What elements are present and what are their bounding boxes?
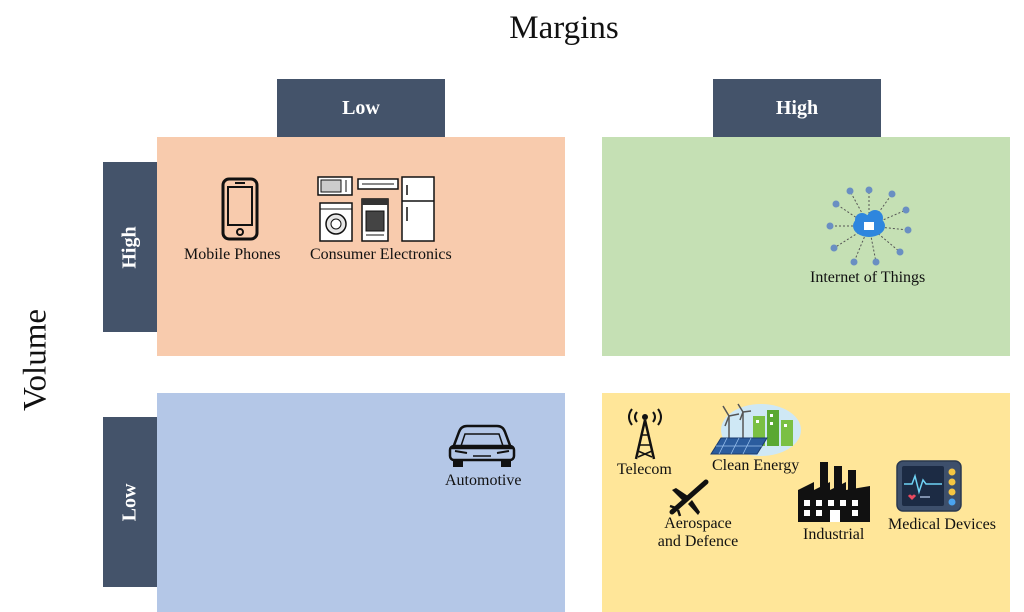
margins-high-tab: High xyxy=(713,79,881,137)
iot-network-icon xyxy=(826,186,912,266)
factory-icon xyxy=(796,460,872,522)
volume-axis-title: Volume xyxy=(16,300,56,420)
car-icon xyxy=(447,420,517,468)
smartphone-icon xyxy=(221,177,259,241)
airplane-icon xyxy=(668,478,710,516)
volume-low-tab: Low xyxy=(103,417,157,587)
quadrant-high-margin-high-volume xyxy=(602,137,1010,356)
radio-tower-icon xyxy=(624,405,666,461)
automotive-label: Automotive xyxy=(445,472,521,490)
appliances-icon xyxy=(316,175,438,243)
volume-high-tab: High xyxy=(103,162,157,332)
margins-axis-title: Margins xyxy=(0,10,1024,47)
solar-wind-icon xyxy=(709,402,801,456)
consumer-electronics-label: Consumer Electronics xyxy=(310,246,452,264)
internet-of-things-label: Internet of Things xyxy=(810,269,925,287)
clean-energy-label: Clean Energy xyxy=(712,457,799,475)
patient-monitor-icon xyxy=(896,460,962,512)
industrial-label: Industrial xyxy=(803,526,864,544)
mobile-phones-label: Mobile Phones xyxy=(184,246,280,264)
telecom-label: Telecom xyxy=(617,461,672,479)
medical-devices-label: Medical Devices xyxy=(888,516,996,534)
margins-low-tab: Low xyxy=(277,79,445,137)
aerospace-defence-label: Aerospace and Defence xyxy=(650,515,746,551)
